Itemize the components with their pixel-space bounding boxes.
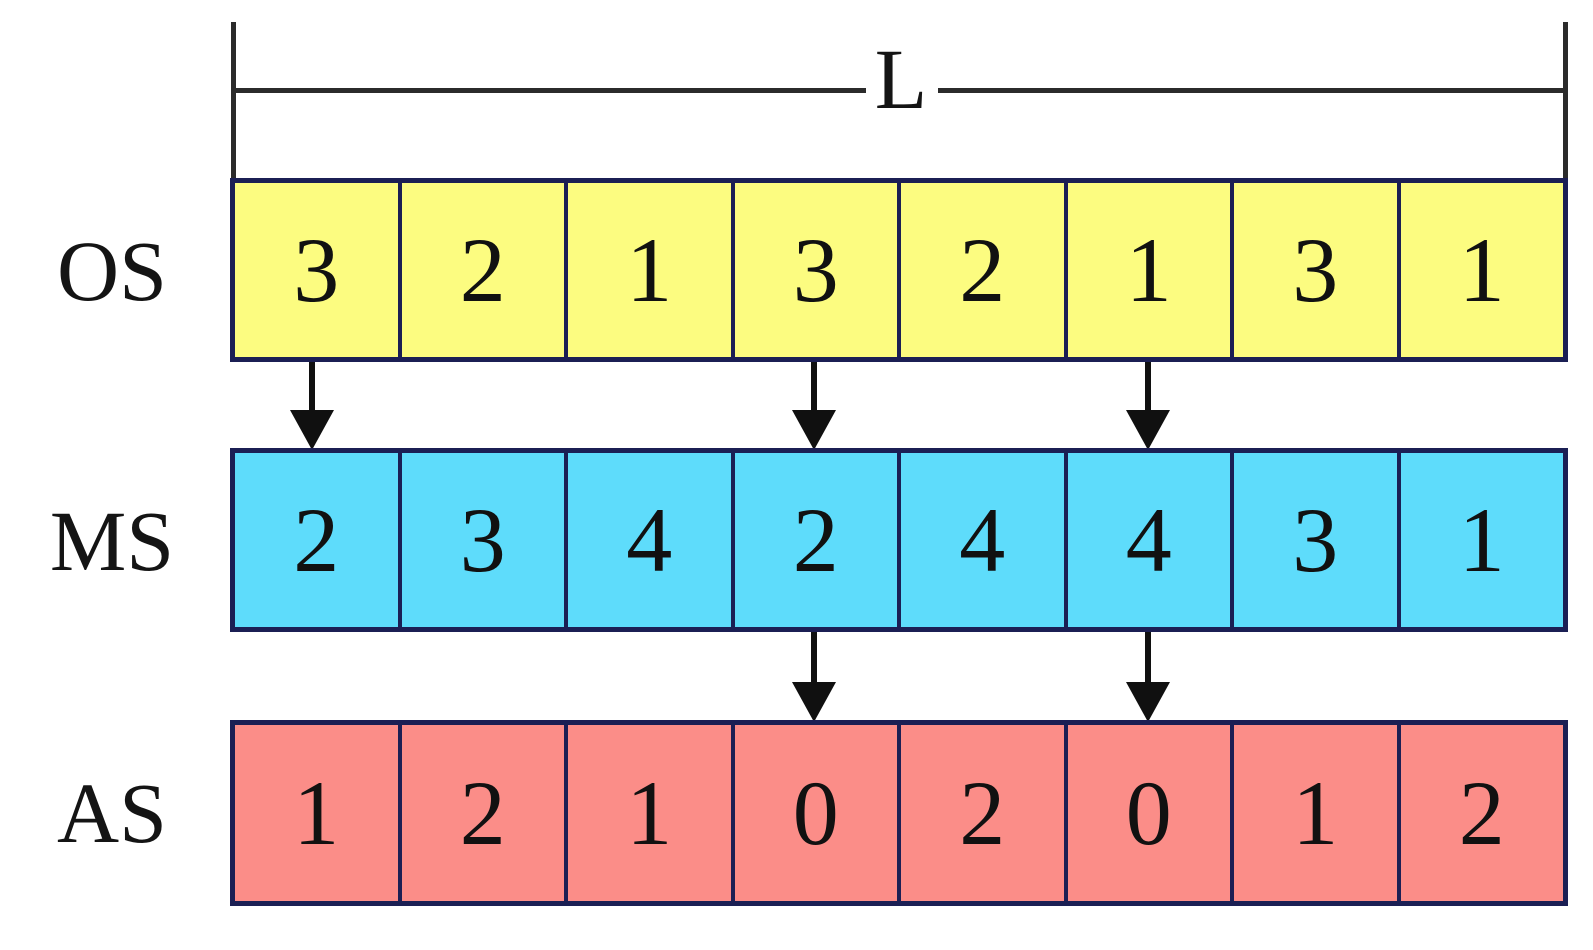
cell-ms-2[interactable]: 4 [568, 453, 735, 627]
row-label-ms: MS [49, 493, 175, 589]
row-os: 3 2 1 3 2 1 3 1 [230, 178, 1568, 362]
bracket-rule-left [231, 88, 866, 93]
cell-as-5[interactable]: 0 [1067, 725, 1234, 901]
bracket-right-tick [1563, 22, 1568, 182]
cell-os-5[interactable]: 1 [1067, 183, 1234, 357]
arrow-down-icon-ms-as-col6 [1121, 632, 1175, 722]
cell-ms-4[interactable]: 4 [901, 453, 1068, 627]
cell-as-6[interactable]: 1 [1234, 725, 1401, 901]
bracket-left-tick [231, 22, 236, 182]
row-as: 1 2 1 0 2 0 1 2 [230, 720, 1568, 906]
cell-os-3[interactable]: 3 [734, 183, 901, 357]
cell-as-0[interactable]: 1 [235, 725, 402, 901]
arrow-down-icon-os-ms-col6 [1121, 362, 1175, 450]
cell-ms-7[interactable]: 1 [1400, 453, 1563, 627]
cell-ms-0[interactable]: 2 [235, 453, 402, 627]
cell-ms-1[interactable]: 3 [401, 453, 568, 627]
bracket-length-label: L [874, 31, 928, 127]
row-label-as: AS [57, 765, 167, 861]
cell-os-4[interactable]: 2 [901, 183, 1068, 357]
cell-os-7[interactable]: 1 [1400, 183, 1563, 357]
cell-as-3[interactable]: 0 [734, 725, 901, 901]
arrow-down-icon-ms-as-col4 [787, 632, 841, 722]
cell-os-0[interactable]: 3 [235, 183, 402, 357]
arrow-down-icon-os-ms-col4 [787, 362, 841, 450]
cell-as-7[interactable]: 2 [1400, 725, 1563, 901]
row-ms: 2 3 4 2 4 4 3 1 [230, 448, 1568, 632]
row-label-os: OS [57, 223, 167, 319]
cell-ms-3[interactable]: 2 [734, 453, 901, 627]
cell-ms-5[interactable]: 4 [1067, 453, 1234, 627]
cell-os-1[interactable]: 2 [401, 183, 568, 357]
cell-as-1[interactable]: 2 [401, 725, 568, 901]
cell-as-2[interactable]: 1 [568, 725, 735, 901]
arrow-down-icon-os-ms-col1 [285, 362, 339, 450]
cell-ms-6[interactable]: 3 [1234, 453, 1401, 627]
cell-os-6[interactable]: 3 [1234, 183, 1401, 357]
bracket-rule-right [938, 88, 1568, 93]
cell-as-4[interactable]: 2 [901, 725, 1068, 901]
cell-os-2[interactable]: 1 [568, 183, 735, 357]
